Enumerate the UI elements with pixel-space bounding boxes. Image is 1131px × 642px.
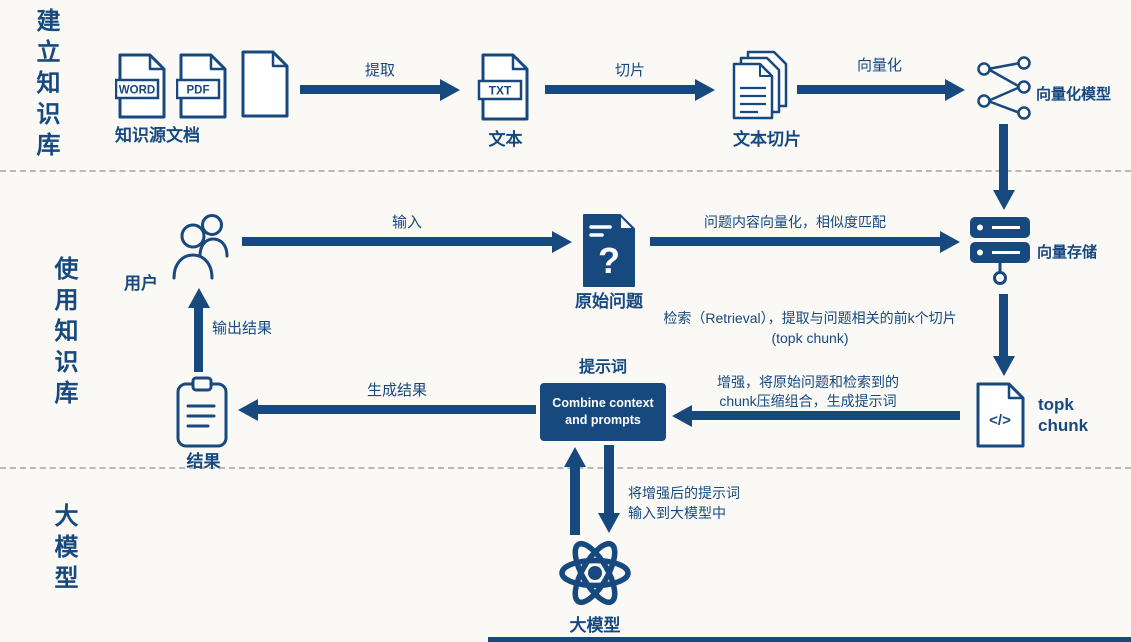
result-caption: 结果 [186,452,221,471]
section-divider-bottom [0,467,1131,469]
raw-question-caption: 原始问题 [575,292,643,311]
prompt-caption: 提示词 [578,359,627,376]
vector-store-caption: 向量存储 [1037,244,1098,261]
large-model-caption: 大模型 [569,616,621,635]
source-docs-caption: 知识源文档 [115,126,200,145]
txt-file-icon: TXT [477,53,529,121]
word-document-icon: WORD [115,53,166,119]
txt-badge: TXT [489,84,512,98]
arrow-output [187,288,210,372]
arrowhead-icon [695,78,715,101]
question-glyph: ? [598,240,620,281]
section-label-large-model: 大模型 [50,503,77,596]
edge-label-retrieval: 检索（Retrieval），提取与问题相关的前k个切片 (topk chunk) [663,310,957,347]
arrowhead-icon [945,78,965,101]
result-icon [176,376,228,448]
large-model-icon [559,540,631,606]
arrow-box-to-model [598,445,620,533]
arrow-embed-to-store [992,124,1015,210]
pdf-badge: PDF [187,85,210,97]
edge-label-vectorize: 向量化 [856,57,902,74]
user-icon [172,214,229,280]
text-caption: 文本 [488,130,523,149]
topk-chunk-caption: topk chunk [1038,395,1089,436]
blank-document-icon [241,50,289,118]
arrow-slice [545,78,715,101]
vector-store-icon [970,217,1030,285]
edge-label-input: 输入 [391,214,422,231]
arrow-augment [672,404,960,427]
edge-label-extract: 提取 [364,62,395,79]
bottom-accent-bar [488,637,1131,642]
arrowhead-icon [940,230,960,253]
topk-chunk-icon: </> [976,382,1025,448]
embedding-model-icon [977,56,1031,120]
arrow-generate [238,398,536,421]
arrow-retrieval [992,294,1015,376]
arrow-input [242,230,572,253]
code-glyph: </> [989,412,1011,429]
section-label-build-kb: 建立知识库 [32,8,59,163]
embedding-model-caption: 向量化模型 [1036,86,1112,103]
word-badge: WORD [119,85,155,97]
edge-label-output: 输出结果 [212,320,273,337]
arrowhead-icon [672,404,692,427]
arrow-vectorize [797,78,965,101]
text-chunks-caption: 文本切片 [733,130,801,149]
edge-label-slice: 切片 [614,62,645,79]
arrowhead-icon [564,447,586,467]
arrowhead-icon [598,513,620,533]
section-divider-top [0,170,1131,172]
edge-label-augment: 增强，将原始问题和检索到的 chunk压缩组合，生成提示词 [717,374,899,409]
arrow-extract [300,78,460,101]
arrowhead-icon [992,356,1015,376]
text-chunks-icon [732,50,788,120]
arrowhead-icon [992,190,1015,210]
arrowhead-icon [552,230,572,253]
raw-question-icon: ? [583,214,635,287]
pdf-document-icon: PDF [176,53,227,119]
combine-context-box: Combine context and prompts [540,383,666,441]
user-caption: 用户 [124,274,158,293]
edge-label-similarity: 问题内容向量化，相似度匹配 [704,214,886,230]
edge-label-to-model: 将增强后的提示词 输入到大模型中 [628,485,740,521]
arrow-model-to-box [564,447,586,535]
arrowhead-icon [238,398,258,421]
section-label-use-kb: 使用知识库 [50,256,77,411]
arrowhead-icon [187,288,210,308]
arrowhead-icon [440,78,460,101]
edge-label-generate: 生成结果 [366,382,427,399]
arrow-similarity [650,230,960,253]
